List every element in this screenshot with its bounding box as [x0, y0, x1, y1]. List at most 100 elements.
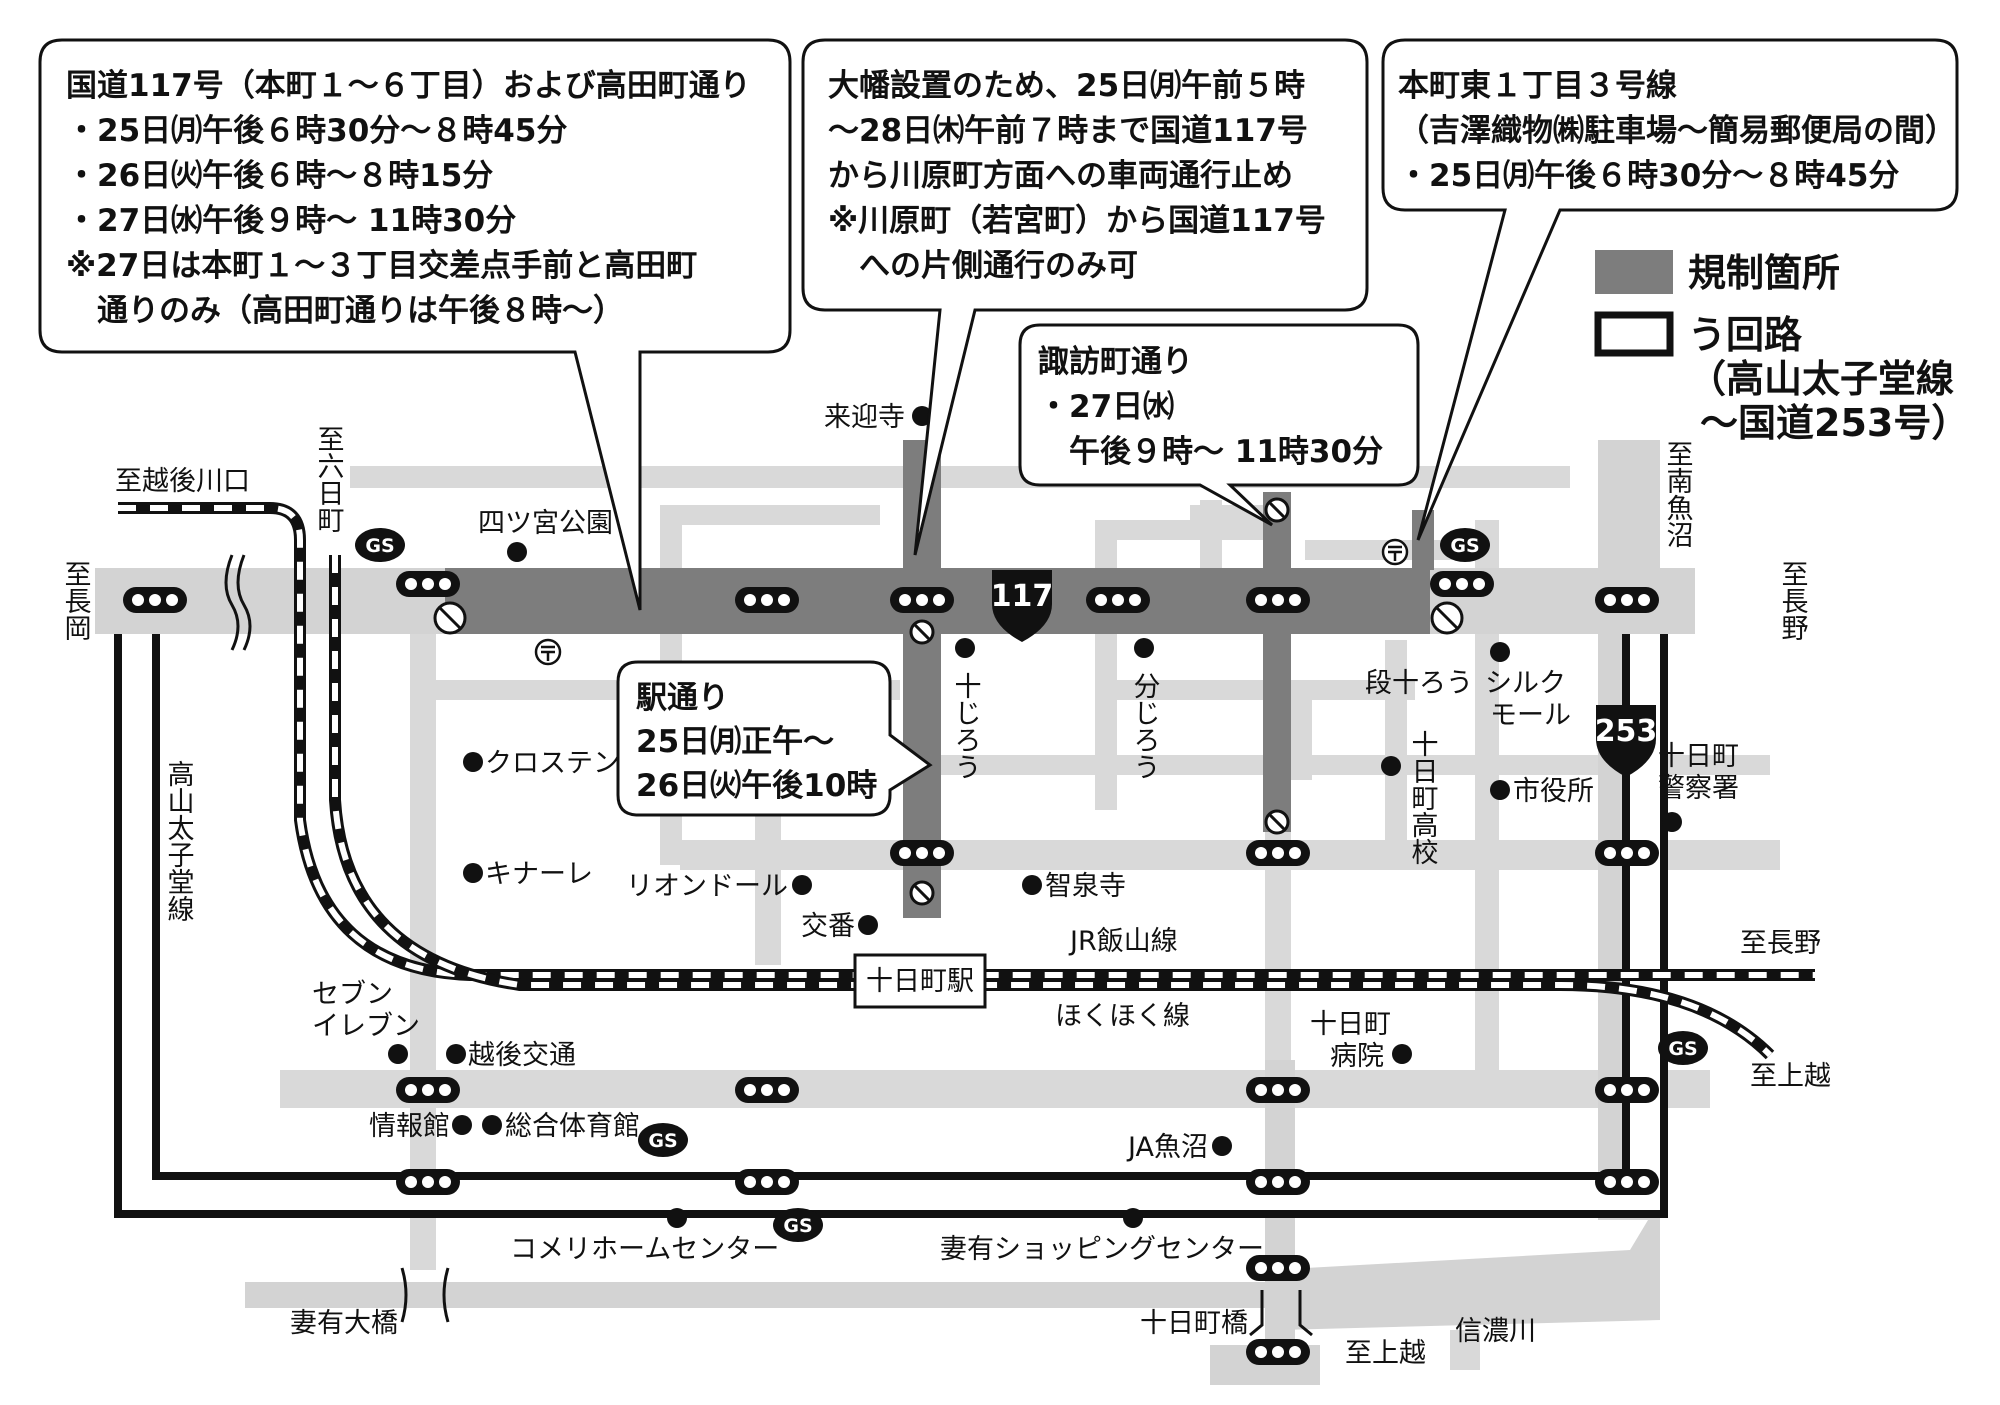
no-entry-icon — [433, 601, 467, 635]
route117-line-1: 国道117号（本町１～６丁目）および高田町通り — [66, 68, 751, 104]
post-office-marks — [534, 538, 1409, 666]
route117-line-6: 通りのみ（高田町通りは午後８時～） — [66, 293, 624, 329]
traffic-signal-icon — [1246, 840, 1310, 866]
legend: 規制箇所 う回路 （高山太子堂線 ～国道253号） — [1594, 250, 1969, 445]
gas-station-label: GS — [783, 1215, 812, 1237]
dir-minami-uonuma: 至南魚沼 — [1662, 440, 1693, 548]
label-johokan: 情報館 — [369, 1111, 450, 1142]
traffic-signal-icon — [1430, 571, 1494, 597]
label-echigo-kotsu: 越後交通 — [468, 1040, 576, 1071]
traffic-signal-icon — [1595, 587, 1659, 613]
banner-line-5: への片側通行のみ可 — [828, 248, 1138, 284]
gas-station-badge: GS — [355, 528, 405, 562]
traffic-signal-icon — [1246, 1339, 1310, 1365]
label-tsumari-bridge: 妻有大橋 — [290, 1308, 398, 1339]
traffic-signal-icon — [123, 587, 187, 613]
post-office-icon — [534, 638, 562, 666]
restricted-honcho-east — [1412, 510, 1434, 570]
traffic-signal-icon — [1595, 840, 1659, 866]
dir-echigo-kawaguchi: 至越後川口 — [115, 466, 250, 497]
legend-detour-3: ～国道253号） — [1700, 401, 1969, 445]
direction-labels: 至長岡 至越後川口 至六日町 至南魚沼 至長野 至長野 至上越 至上越 — [60, 425, 1832, 1369]
place-labels: 来迎寺 四ツ宮公園 クロステン キナーレ リオンドール 交番 智泉寺 セブン イ… — [312, 402, 1739, 1265]
label-hospital-2: 病院 — [1330, 1041, 1384, 1072]
gas-station-label: GS — [1668, 1038, 1697, 1060]
label-hospital-1: 十日町 — [1310, 1009, 1391, 1040]
no-entry-icon — [1264, 809, 1290, 835]
traffic-signal-icon — [396, 571, 460, 597]
route117-line-5: ※27日は本町１～３丁目交差点手前と高田町 — [66, 248, 697, 284]
honcho-east-line-3: ・25日㈪午後６時30分～８時45分 — [1398, 158, 1899, 194]
dir-joetsu-rail: 至上越 — [1750, 1061, 1831, 1092]
label-tokamachi-bridge: 十日町橋 — [1140, 1308, 1248, 1339]
traffic-signal-icon — [1246, 587, 1310, 613]
station-label: 十日町駅 — [866, 966, 974, 997]
dir-nagano-rail: 至長野 — [1740, 928, 1821, 959]
shield-117-text: 117 — [991, 579, 1054, 614]
callout-station-street: 駅通り 25日㈪正午～ 26日㈫午後10時 — [616, 660, 933, 817]
gas-station-badge: GS — [1440, 528, 1490, 562]
gas-station-badge: GS — [638, 1123, 688, 1157]
station-street-line-3: 26日㈫午後10時 — [636, 768, 877, 804]
line-labels: JR飯山線 ほくほく線 高山太子堂線 — [163, 760, 1191, 1032]
label-tsumari-shopping: 妻有ショッピングセンター — [940, 1234, 1264, 1265]
legend-detour-swatch — [1594, 311, 1674, 357]
gas-stations: GS GS GS GS GS — [355, 528, 1708, 1242]
callout-honcho-east: 本町東１丁目３号線 （吉澤織物㈱駐車場～簡易郵便局の間） ・25日㈪午後６時30… — [1381, 38, 1959, 541]
no-entry-icon — [1264, 497, 1290, 523]
label-komeri: コメリホームセンター — [510, 1234, 779, 1265]
dir-nagaoka: 至長岡 — [60, 560, 91, 641]
station-street-line-1: 駅通り — [636, 680, 729, 716]
label-raigoji: 来迎寺 — [824, 402, 905, 433]
river-bank-road — [245, 1282, 1535, 1308]
banner-line-4: ※川原町（若宮町）から国道117号 — [828, 203, 1326, 239]
station-box: 十日町駅 — [853, 953, 987, 1009]
label-iiyama-line: JR飯山線 — [1068, 926, 1178, 957]
label-seven-eleven-1: セブン — [312, 979, 393, 1010]
traffic-signal-icon — [735, 1077, 799, 1103]
landmark-dots — [388, 406, 1682, 1228]
traffic-signal-icon — [1595, 1077, 1659, 1103]
traffic-signal-icon — [735, 587, 799, 613]
banner-line-1: 大幡設置のため、25日㈪午前５時 — [828, 68, 1305, 104]
route-117-shield: 117 — [991, 570, 1054, 642]
post-office-icon — [1381, 538, 1409, 566]
traffic-signal-icon — [396, 1169, 460, 1195]
label-crosten: クロステン — [485, 748, 620, 779]
suwa-line-1: 諏訪町通り — [1038, 344, 1193, 380]
suwa-line-2: ・27日㈬ — [1038, 389, 1174, 425]
bridge-river-labels: 妻有大橋 十日町橋 信濃川 — [290, 1308, 1536, 1347]
gas-station-label: GS — [365, 535, 394, 557]
callout-banner: 大幡設置のため、25日㈪午前５時 ～28日㈭午前７時まで国道117号 から川原町… — [801, 38, 1369, 556]
dir-joetsu-bottom: 至上越 — [1345, 1338, 1426, 1369]
label-kinare: キナーレ — [485, 859, 593, 890]
label-jujiro: 十じろう — [950, 672, 981, 780]
route117-line-2: ・25日㈪午後６時30分～８時45分 — [66, 113, 567, 149]
label-takayama-line: 高山太子堂線 — [163, 760, 195, 922]
traffic-signal-icon — [890, 840, 954, 866]
dir-muikamachi: 至六日町 — [313, 425, 344, 533]
traffic-signal-icon — [1595, 1169, 1659, 1195]
label-yotsumiya-park: 四ツ宮公園 — [478, 508, 613, 539]
traffic-signal-icon — [735, 1169, 799, 1195]
label-danjuro: 段十ろう — [1365, 668, 1473, 699]
traffic-signal-icon — [890, 587, 954, 613]
label-chisenji: 智泉寺 — [1045, 871, 1126, 902]
traffic-signal-icon — [1246, 1077, 1310, 1103]
no-entry-signs — [433, 497, 1464, 906]
traffic-signal-icon — [1086, 587, 1150, 613]
label-shiyakusho: 市役所 — [1513, 776, 1594, 807]
restricted-suwa-street — [1263, 492, 1291, 832]
legend-detour-1: う回路 — [1688, 313, 1803, 357]
honcho-east-line-1: 本町東１丁目３号線 — [1398, 68, 1677, 104]
no-entry-icon — [909, 880, 935, 906]
detour-route — [114, 634, 1668, 1218]
dir-nagano-top: 至長野 — [1777, 560, 1808, 641]
route117-line-3: ・26日㈫午後６時～８時15分 — [66, 158, 493, 194]
legend-restricted-swatch — [1595, 250, 1673, 294]
label-shinano-river: 信濃川 — [1455, 1316, 1536, 1347]
bridge-marks — [400, 1267, 1313, 1337]
traffic-signal-icon — [396, 1077, 460, 1103]
gas-station-badge: GS — [773, 1208, 823, 1242]
